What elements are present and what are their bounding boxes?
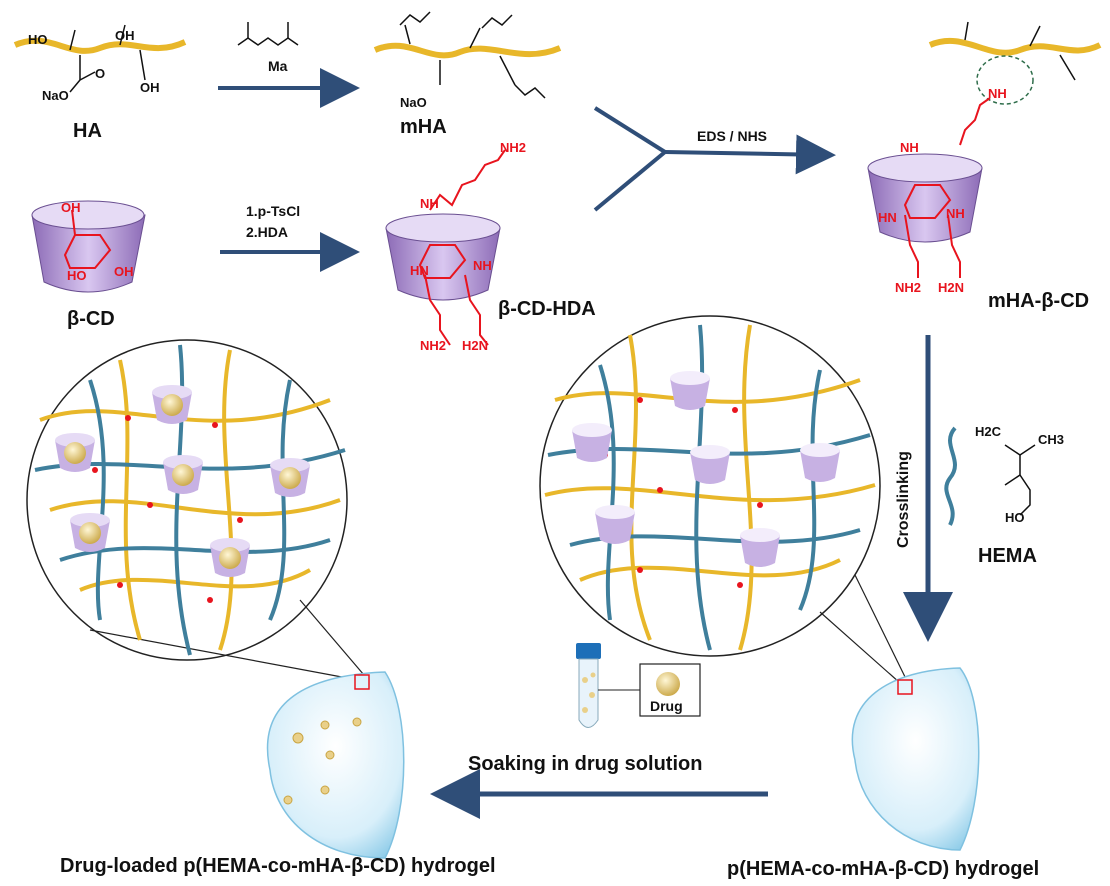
mhacd-hn-label: HN — [878, 210, 897, 225]
ha-oh-label: OH — [115, 28, 135, 43]
mha-beta-cd-label: mHA-β-CD — [988, 290, 1090, 312]
ha-nao-label: NaO — [42, 88, 69, 103]
cd-units-right — [572, 371, 840, 567]
ha-ho-label: HO — [28, 32, 48, 47]
drug-legend-ball — [656, 672, 680, 696]
soaking-label: Soaking in drug solution — [468, 753, 703, 775]
cdhda-nh-label: NH — [420, 196, 439, 211]
mha-beta-cd-structure — [867, 21, 1102, 278]
mhacd-nh-amide: NH — [988, 86, 1007, 101]
cdhda-nh-label2: NH — [473, 258, 492, 273]
hema-h2c-label: H2C — [975, 424, 1002, 439]
cd-oh-label: OH — [61, 200, 81, 215]
test-tube — [576, 643, 701, 728]
lens-right — [851, 667, 980, 851]
mha-nao-label: NaO — [400, 95, 427, 110]
beta-cd-label: β-CD — [67, 308, 115, 330]
hema-wave — [944, 426, 957, 526]
mhacd-nh-label2: NH — [946, 206, 965, 221]
drug-label: Drug — [650, 698, 683, 714]
ha-o-label: O — [95, 66, 106, 81]
methacrylic-anhydride-structure — [237, 22, 299, 46]
ma-label: Ma — [268, 58, 288, 74]
hema-oh-label: HO — [1005, 510, 1025, 525]
hema-label: HEMA — [978, 545, 1037, 567]
cdhda-nh2-bottom: NH2 — [420, 338, 447, 353]
cdhda-nh2-top: NH2 — [500, 140, 527, 155]
ha-oh2-label: OH — [140, 80, 160, 95]
arrow-convergent-branch-bottom — [593, 150, 667, 212]
beta-cd-hda-label: β-CD-HDA — [498, 298, 596, 320]
crosslinking-label: Crosslinking — [895, 451, 912, 548]
ha-label: HA — [73, 120, 102, 142]
cd-units-left — [55, 385, 310, 577]
cd-oh2-label: OH — [114, 264, 134, 279]
ha-structure — [13, 24, 187, 93]
ha-bond — [119, 24, 126, 46]
lens-left — [266, 671, 405, 859]
hema-structure — [1004, 444, 1036, 516]
hda-label: 2.HDA — [246, 224, 289, 240]
hema-ch3-label: CH3 — [1038, 432, 1065, 447]
mhacd-nh2-bottom: NH2 — [895, 280, 922, 295]
eds-nhs-label: EDS / NHS — [697, 128, 768, 144]
ha-bond — [139, 49, 146, 81]
beta-cd-cone — [31, 200, 146, 293]
cdhda-h2n-bottom: H2N — [462, 338, 489, 353]
network-zoom-right — [539, 315, 909, 684]
ha-chain — [13, 37, 187, 54]
arrow-convergent-branch-top — [593, 106, 667, 154]
mha-label: mHA — [400, 116, 447, 138]
zoom-marker-left — [354, 674, 370, 690]
ha-bond — [69, 29, 76, 51]
mha-chain — [373, 42, 562, 59]
arrow-convergent-main — [664, 134, 836, 175]
ha-bond — [69, 79, 81, 93]
tscl-label: 1.p-TsCl — [246, 203, 301, 219]
cd-ho-label: HO — [67, 268, 87, 283]
cdhda-hn-label: HN — [410, 263, 429, 278]
mhacd-h2n-bottom: H2N — [938, 280, 965, 295]
hydrogel-label: p(HEMA-co-mHA-β-CD) hydrogel — [727, 858, 1040, 880]
zoom-marker-right — [897, 679, 913, 695]
drug-loaded-hydrogel-label: Drug-loaded p(HEMA-co-mHA-β-CD) hydrogel — [60, 855, 496, 877]
mhacd-nh-label: NH — [900, 140, 919, 155]
mha-structure — [373, 11, 562, 99]
beta-cd-hda-structure — [385, 149, 506, 346]
network-zoom-left — [26, 339, 365, 681]
amide-highlight-circle — [976, 55, 1034, 105]
lens-drug-particles — [283, 717, 362, 805]
ha-bond — [79, 71, 96, 81]
